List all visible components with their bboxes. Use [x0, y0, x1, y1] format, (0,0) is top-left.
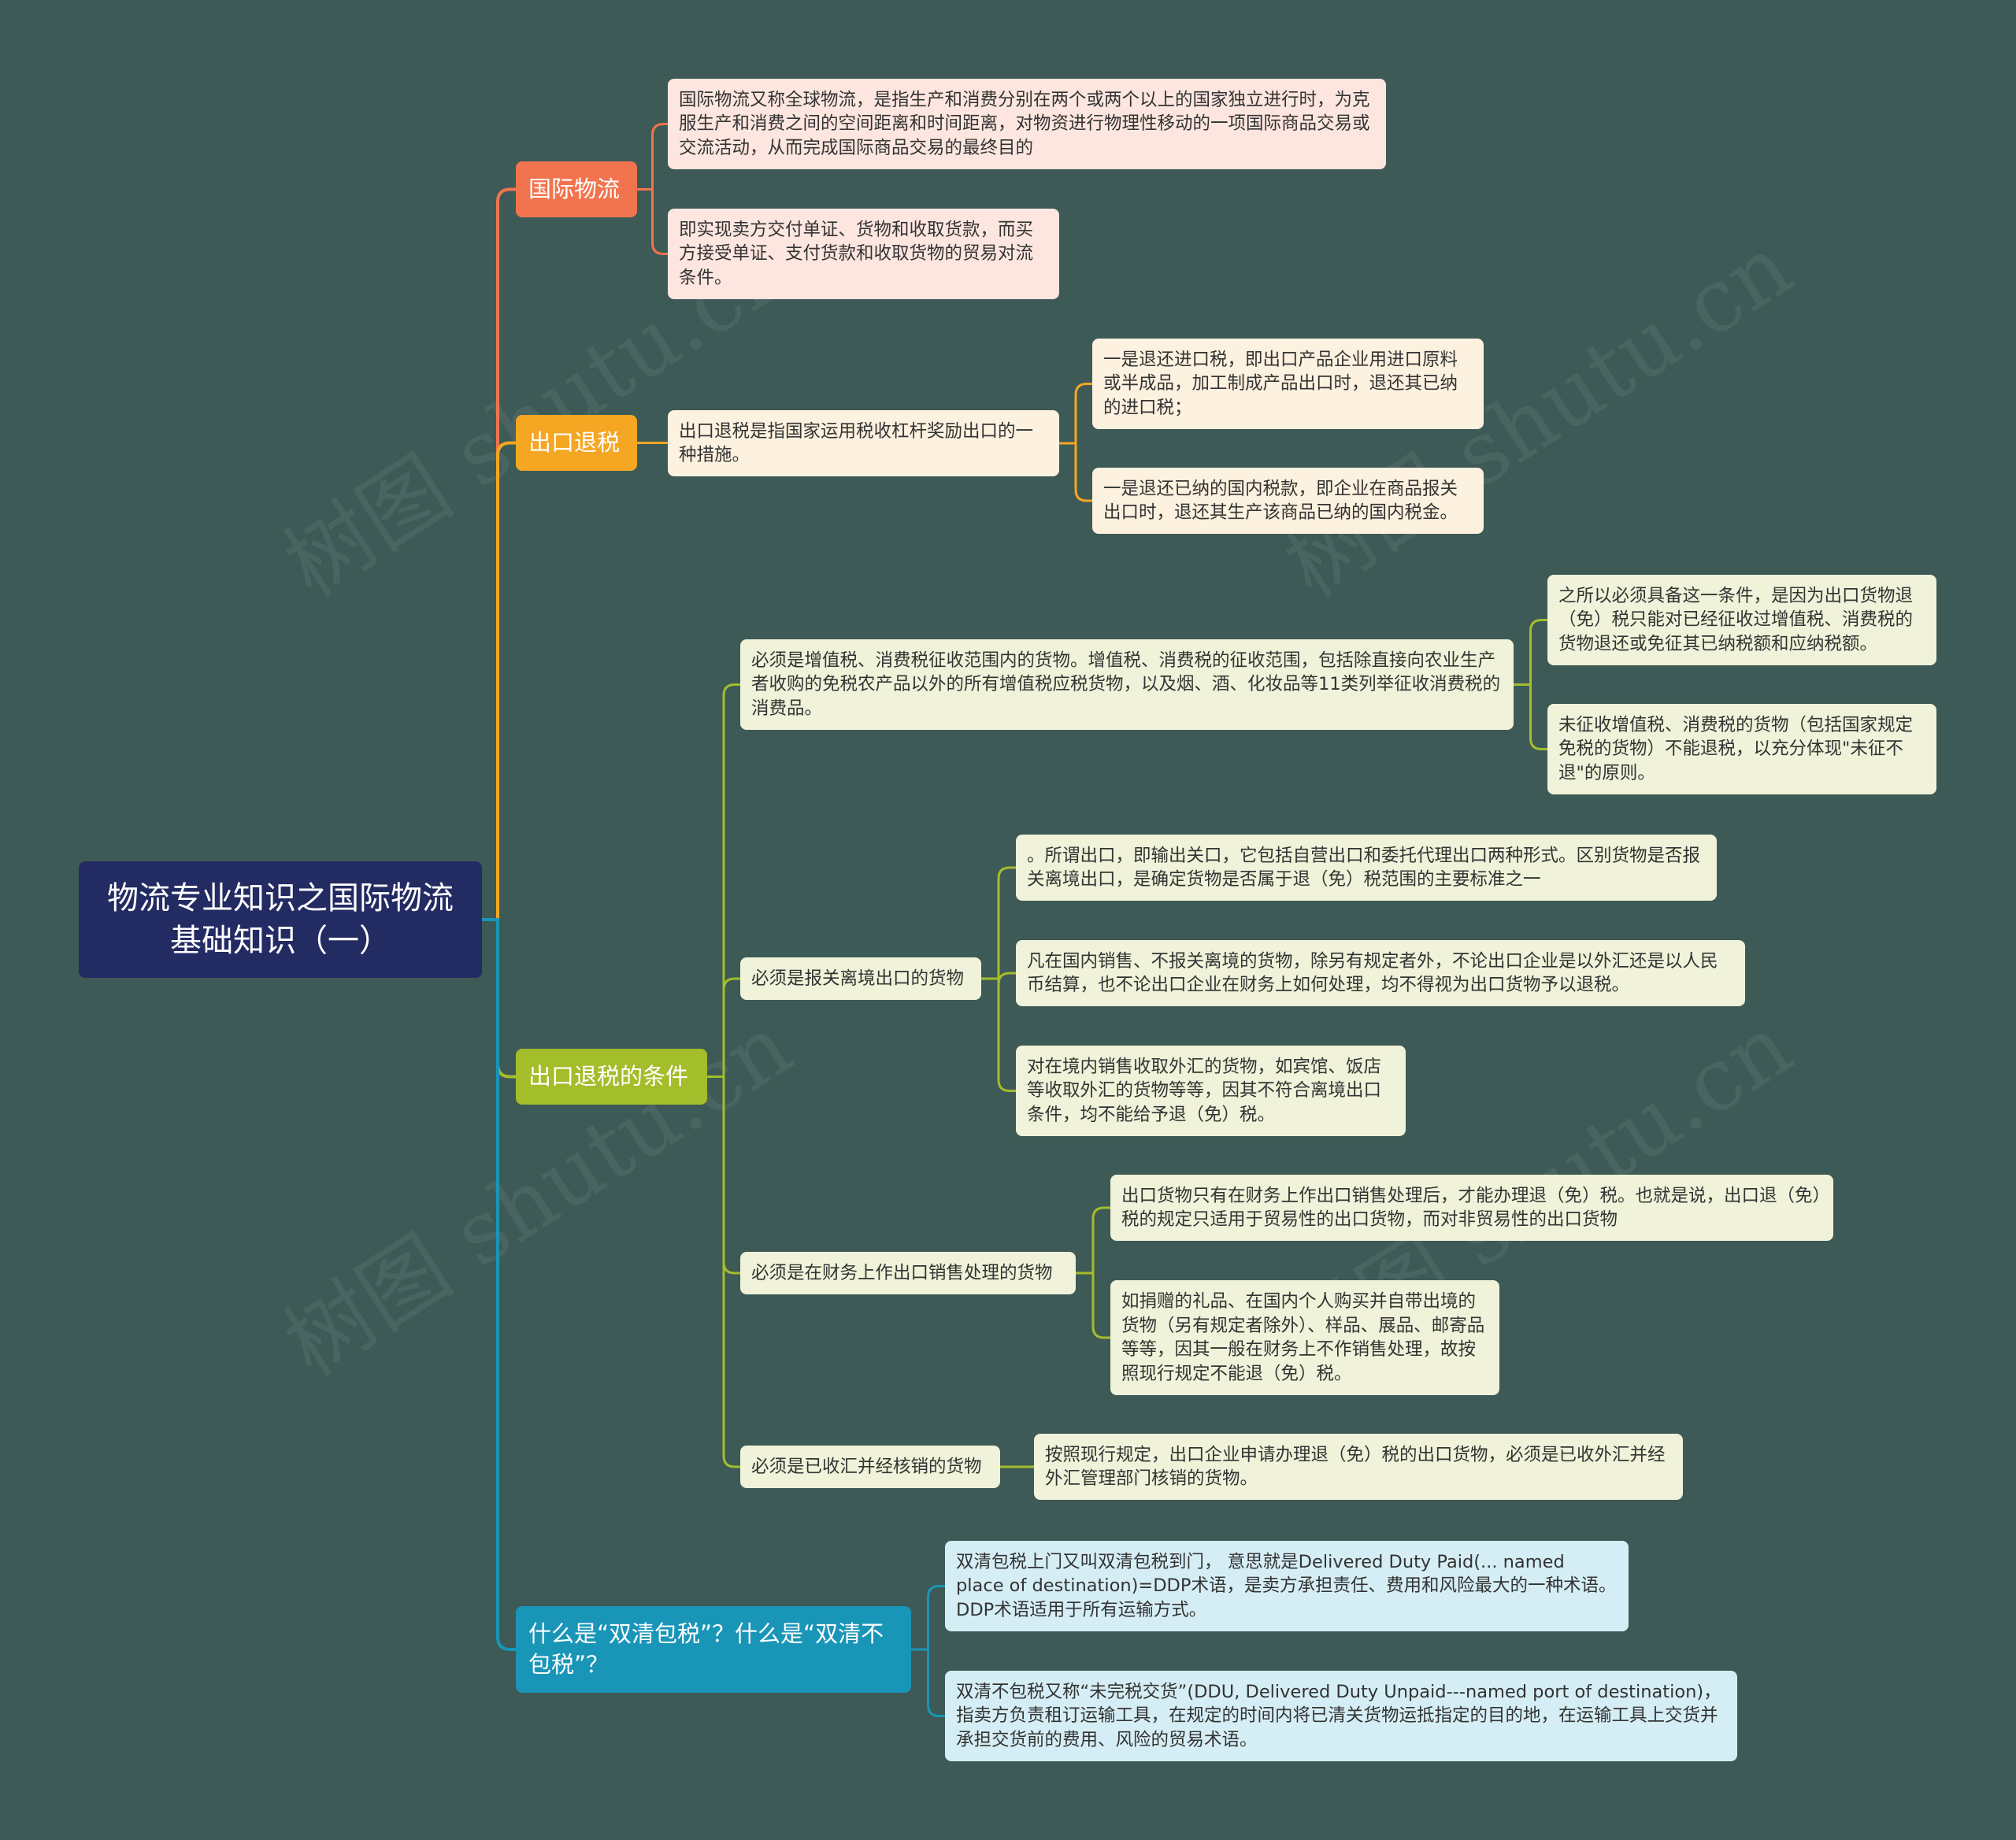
leaf-text: 出口退税是指国家运用税收杠杆奖励出口的一种措施。	[679, 420, 1034, 466]
leaf-text: 。所谓出口，即输出关口，它包括自营出口和委托代理出口两种形式。区别货物是否报关离…	[1027, 845, 1701, 890]
leaf-text: 即实现卖方交付单证、货物和收取货款，而买方接受单证、支付货款和收取货物的贸易对流…	[679, 219, 1034, 288]
branch-refund-conditions[interactable]: 出口退税的条件	[516, 1049, 707, 1105]
leaf-text: 未征收增值税、消费税的货物（包括国家规定免税的货物）不能退税，以充分体现"未征不…	[1558, 714, 1914, 783]
leaf-intl-purpose[interactable]: 即实现卖方交付单证、货物和收取货款，而买方接受单证、支付货款和收取货物的贸易对流…	[668, 209, 1059, 299]
leaf-text: 双清不包税又称“未完税交货”(DDU, Delivered Duty Unpai…	[956, 1681, 1721, 1750]
leaf-text: 一是退还进口税，即出口产品企业用进口原料或半成品，加工制成产品出口时，退还其已纳…	[1103, 349, 1458, 418]
root-topic-label: 物流专业知识之国际物流基础知识（一）	[107, 880, 454, 959]
branch-label: 国际物流	[528, 176, 621, 202]
leaf-condition-financial[interactable]: 必须是在财务上作出口销售处理的货物	[740, 1252, 1076, 1294]
leaf-text: 如捐赠的礼品、在国内个人购买并自带出境的货物（另有规定者除外）、样品、展品、邮寄…	[1121, 1291, 1485, 1384]
leaf-text: 一是退还已纳的国内税款，即企业在商品报关出口时，退还其生产该商品已纳的国内税金。	[1103, 478, 1458, 524]
leaf-vat-scope-principle[interactable]: 未征收增值税、消费税的货物（包括国家规定免税的货物）不能退税，以充分体现"未征不…	[1547, 704, 1936, 794]
branch-label: 什么是“双清包税”？什么是“双清不包税”？	[528, 1620, 884, 1678]
branch-export-refund[interactable]: 出口退税	[516, 415, 637, 471]
leaf-intl-definition[interactable]: 国际物流又称全球物流，是指生产和消费分别在两个或两个以上的国家独立进行时，为克服…	[668, 79, 1386, 169]
leaf-text: 对在境内销售收取外汇的货物，如宾馆、饭店等收取外汇的货物等等，因其不符合离境出口…	[1027, 1056, 1382, 1125]
leaf-refund-definition[interactable]: 出口退税是指国家运用税收杠杆奖励出口的一种措施。	[668, 410, 1059, 476]
leaf-condition-vat-scope[interactable]: 必须是增值税、消费税征收范围内的货物。增值税、消费税的征收范围，包括除直接向农业…	[740, 639, 1514, 730]
leaf-refund-domestic-tax[interactable]: 一是退还已纳的国内税款，即企业在商品报关出口时，退还其生产该商品已纳的国内税金。	[1092, 468, 1484, 534]
leaf-text: 凡在国内销售、不报关离境的货物，除另有规定者外，不论出口企业是以外汇还是以人民币…	[1027, 950, 1718, 996]
leaf-text: 出口货物只有在财务上作出口销售处理后，才能办理退（免）税。也就是说，出口退（免）…	[1121, 1185, 1821, 1231]
leaf-text: 按照现行规定，出口企业申请办理退（免）税的出口货物，必须是已收外汇并经外汇管理部…	[1045, 1444, 1666, 1490]
branch-intl-logistics[interactable]: 国际物流	[516, 161, 637, 217]
leaf-customs-exit-domestic[interactable]: 凡在国内销售、不报关离境的货物，除另有规定者外，不论出口企业是以外汇还是以人民币…	[1016, 940, 1745, 1006]
leaf-ddp-definition[interactable]: 双清包税上门又叫双清包税到门， 意思就是Delivered Duty Paid(…	[945, 1541, 1629, 1631]
leaf-text: 必须是增值税、消费税征收范围内的货物。增值税、消费税的征收范围，包括除直接向农业…	[751, 650, 1501, 719]
leaf-condition-forex[interactable]: 必须是已收汇并经核销的货物	[740, 1446, 1000, 1488]
branch-ddp-ddu[interactable]: 什么是“双清包税”？什么是“双清不包税”？	[516, 1606, 911, 1693]
leaf-vat-scope-reason[interactable]: 之所以必须具备这一条件，是因为出口货物退（免）税只能对已经征收过增值税、消费税的…	[1547, 575, 1936, 665]
leaf-text: 必须是已收汇并经核销的货物	[751, 1456, 982, 1477]
leaf-condition-customs-exit[interactable]: 必须是报关离境出口的货物	[740, 957, 981, 1000]
leaf-refund-import-tax[interactable]: 一是退还进口税，即出口产品企业用进口原料或半成品，加工制成产品出口时，退还其已纳…	[1092, 339, 1484, 429]
leaf-text: 必须是在财务上作出口销售处理的货物	[751, 1262, 1053, 1283]
leaf-financial-trade-only[interactable]: 出口货物只有在财务上作出口销售处理后，才能办理退（免）税。也就是说，出口退（免）…	[1110, 1175, 1833, 1241]
leaf-text: 必须是报关离境出口的货物	[751, 968, 965, 989]
leaf-text: 国际物流又称全球物流，是指生产和消费分别在两个或两个以上的国家独立进行时，为克服…	[679, 89, 1370, 158]
branch-label: 出口退税	[528, 429, 621, 456]
leaf-customs-exit-foreign-currency[interactable]: 对在境内销售收取外汇的货物，如宾馆、饭店等收取外汇的货物等等，因其不符合离境出口…	[1016, 1046, 1406, 1136]
leaf-text: 之所以必须具备这一条件，是因为出口货物退（免）税只能对已经征收过增值税、消费税的…	[1558, 585, 1914, 654]
leaf-text: 双清包税上门又叫双清包税到门， 意思就是Delivered Duty Paid(…	[956, 1551, 1617, 1620]
leaf-ddu-definition[interactable]: 双清不包税又称“未完税交货”(DDU, Delivered Duty Unpai…	[945, 1671, 1737, 1761]
root-topic[interactable]: 物流专业知识之国际物流基础知识（一）	[79, 861, 482, 978]
leaf-forex-verification[interactable]: 按照现行规定，出口企业申请办理退（免）税的出口货物，必须是已收外汇并经外汇管理部…	[1034, 1434, 1683, 1500]
leaf-financial-non-trade[interactable]: 如捐赠的礼品、在国内个人购买并自带出境的货物（另有规定者除外）、样品、展品、邮寄…	[1110, 1280, 1499, 1395]
leaf-customs-exit-definition[interactable]: 。所谓出口，即输出关口，它包括自营出口和委托代理出口两种形式。区别货物是否报关离…	[1016, 835, 1717, 901]
branch-label: 出口退税的条件	[528, 1063, 689, 1090]
